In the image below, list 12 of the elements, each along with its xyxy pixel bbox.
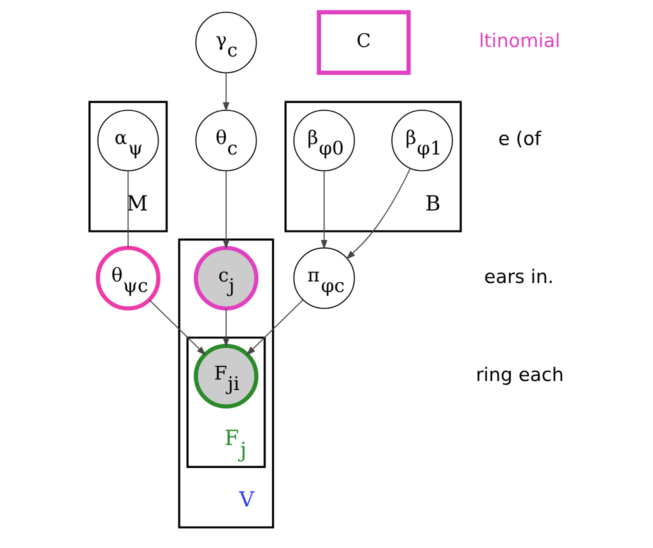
arrow — [222, 72, 229, 112]
arrow — [246, 300, 303, 356]
label: e (of — [498, 129, 541, 150]
label: ltinomial — [478, 31, 560, 52]
label: ears in. — [484, 266, 554, 288]
arrow — [148, 300, 206, 356]
label: ring each — [475, 364, 564, 386]
arrow — [222, 308, 229, 348]
node-box: C — [316, 10, 410, 75]
arrow — [320, 170, 327, 250]
arrow — [345, 168, 410, 260]
arrow — [222, 170, 229, 250]
